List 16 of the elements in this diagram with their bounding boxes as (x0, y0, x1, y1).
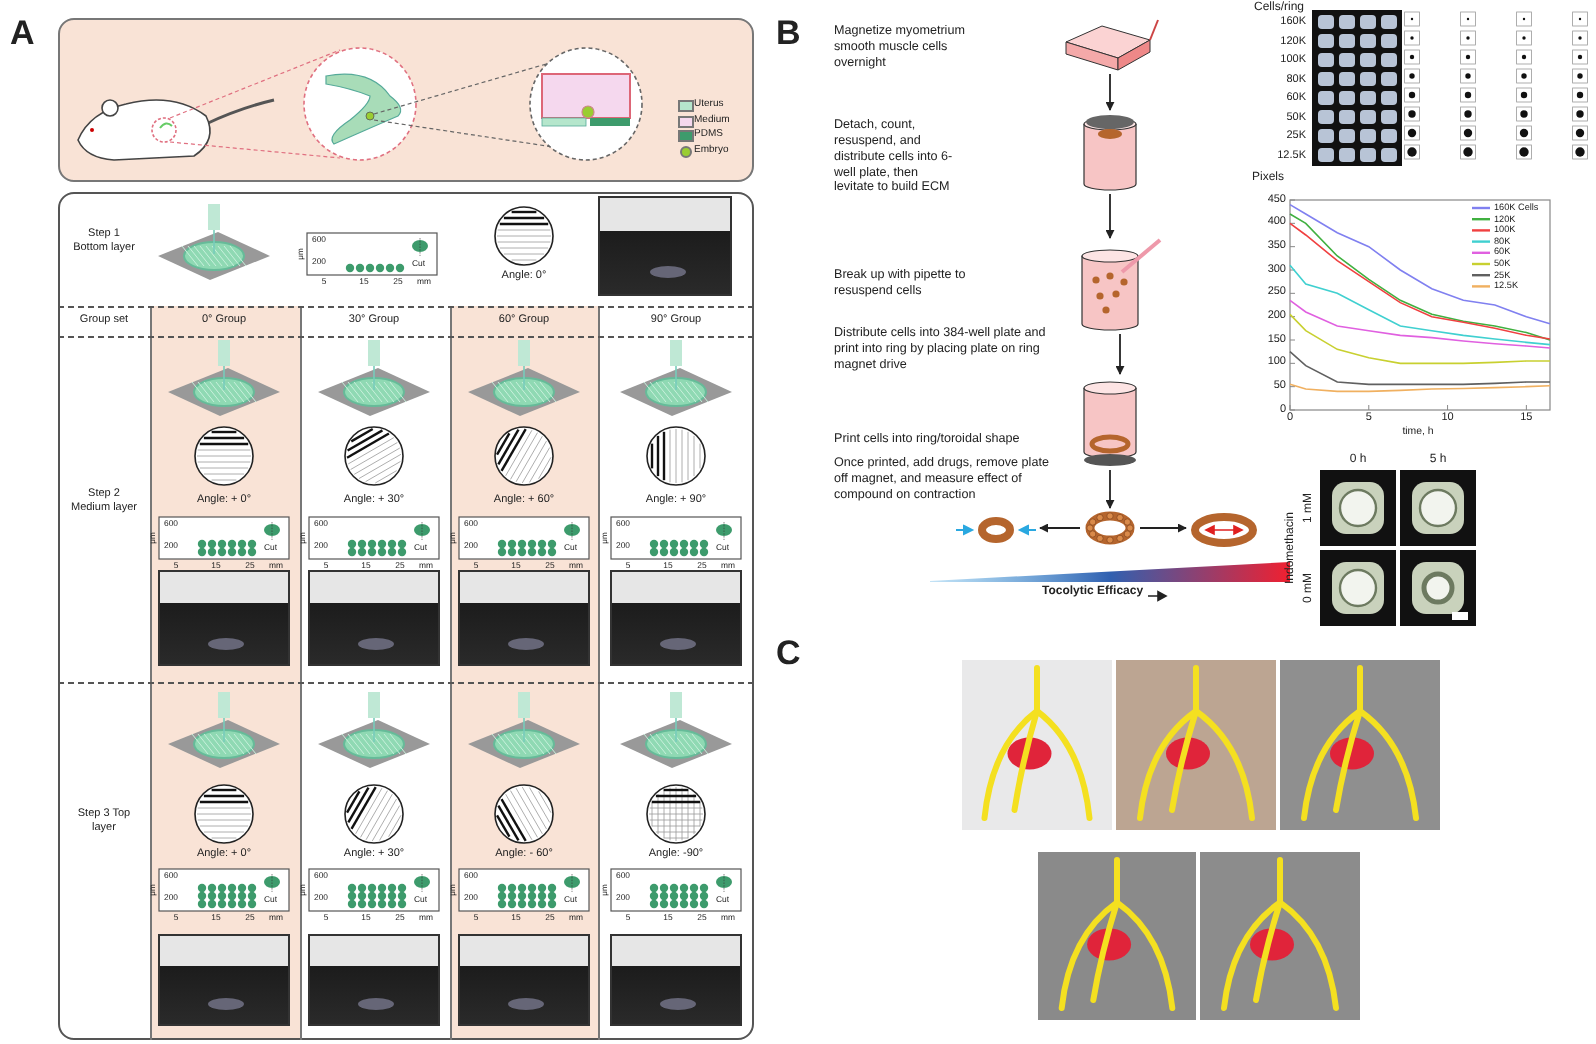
pipette-well-drawing (1078, 240, 1162, 332)
arrow (1105, 469, 1115, 509)
well-drawing (1080, 112, 1140, 192)
panel-label: B (776, 12, 801, 55)
arrow (1115, 333, 1125, 375)
cell-ring-drawing (1084, 510, 1136, 546)
arrow (1105, 193, 1115, 239)
panel-label: A (10, 12, 35, 55)
arrow (1139, 523, 1187, 533)
arrow (1105, 73, 1115, 111)
magnet-well-drawing (1080, 376, 1140, 468)
culture-flask-drawing (1062, 16, 1158, 72)
contracted-ring-drawing (956, 516, 1036, 544)
panel-label: C (776, 632, 801, 675)
arrow (1039, 523, 1081, 533)
expanded-ring-drawing (1190, 512, 1258, 548)
